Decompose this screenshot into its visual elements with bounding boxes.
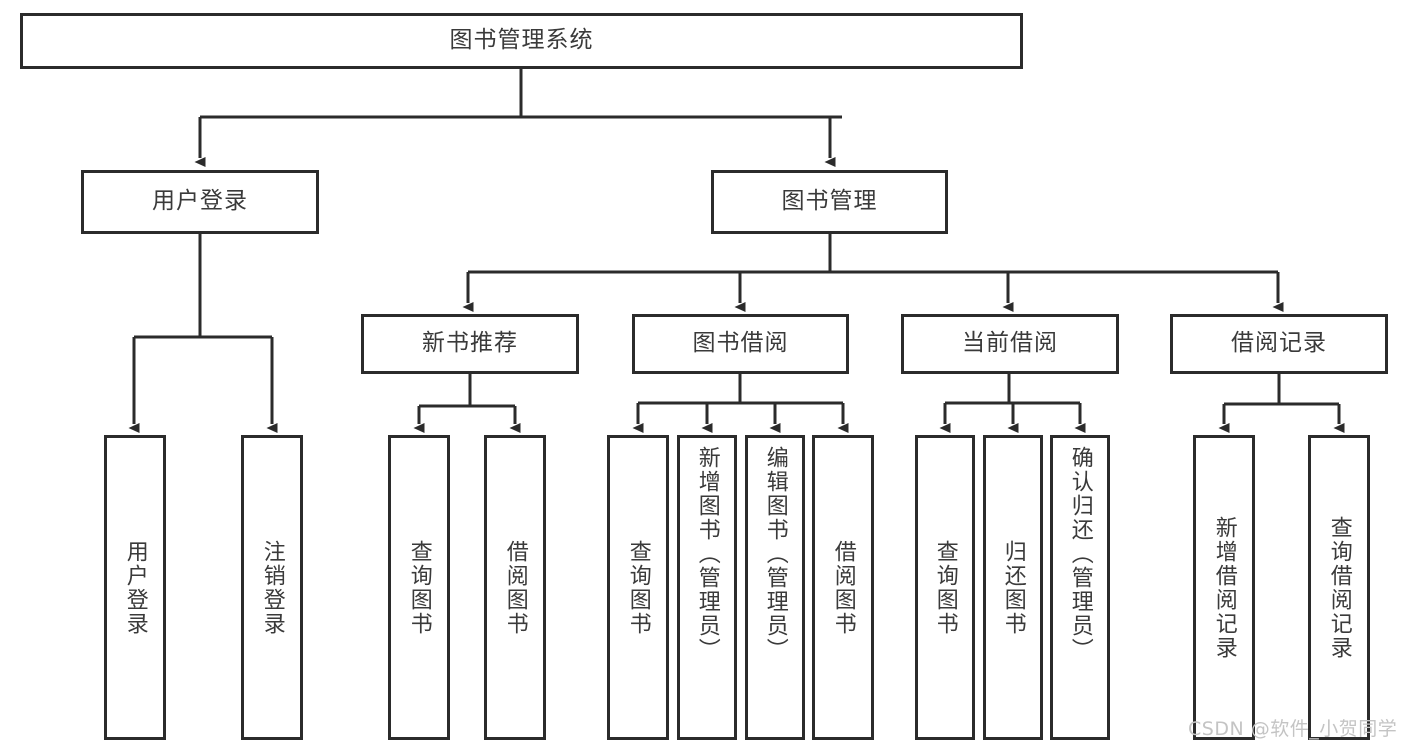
leaf-user-login[interactable]: 用户登录 — [104, 435, 166, 740]
node-borrow-record[interactable]: 借阅记录 — [1170, 314, 1388, 374]
node-current-borrow-label: 当前借阅 — [962, 330, 1058, 357]
leaf-confirm-return-admin-label: 确认归还（管理员） — [1067, 446, 1093, 662]
leaf-query-book-newbook-label: 查询图书 — [406, 539, 432, 636]
leaf-add-borrow-record[interactable]: 新增借阅记录 — [1193, 435, 1255, 740]
leaf-confirm-return-admin[interactable]: 确认归还（管理员） — [1050, 435, 1110, 740]
leaf-borrow-book-newbook-label: 借阅图书 — [502, 539, 528, 636]
leaf-query-book-borrow-label: 查询图书 — [625, 539, 651, 636]
leaf-query-book-borrow[interactable]: 查询图书 — [607, 435, 669, 740]
node-book-management-label: 图书管理 — [781, 188, 878, 215]
leaf-borrow-book-newbook[interactable]: 借阅图书 — [484, 435, 546, 740]
node-root-label: 图书管理系统 — [449, 27, 594, 54]
leaf-add-book-admin-label: 新增图书（管理员） — [694, 446, 720, 662]
node-book-borrow[interactable]: 图书借阅 — [632, 314, 849, 374]
node-new-book-recommend[interactable]: 新书推荐 — [361, 314, 579, 374]
node-user-login-label: 用户登录 — [152, 188, 248, 215]
node-new-book-recommend-label: 新书推荐 — [422, 330, 518, 357]
leaf-add-book-admin[interactable]: 新增图书（管理员） — [677, 435, 737, 740]
leaf-query-book-newbook[interactable]: 查询图书 — [388, 435, 450, 740]
leaf-logout[interactable]: 注销登录 — [241, 435, 303, 740]
leaf-query-borrow-record[interactable]: 查询借阅记录 — [1308, 435, 1370, 740]
leaf-add-borrow-record-label: 新增借阅记录 — [1211, 515, 1237, 660]
leaf-borrow-book-borrow-label: 借阅图书 — [830, 539, 856, 636]
leaf-query-borrow-record-label: 查询借阅记录 — [1326, 515, 1352, 660]
node-user-login[interactable]: 用户登录 — [81, 170, 319, 234]
leaf-query-book-current-label: 查询图书 — [932, 539, 958, 636]
node-book-management[interactable]: 图书管理 — [711, 170, 948, 234]
node-book-borrow-label: 图书借阅 — [692, 330, 789, 357]
leaf-edit-book-admin-label: 编辑图书（管理员） — [762, 446, 788, 662]
leaf-return-book[interactable]: 归还图书 — [983, 435, 1043, 740]
leaf-borrow-book-borrow[interactable]: 借阅图书 — [812, 435, 874, 740]
leaf-edit-book-admin[interactable]: 编辑图书（管理员） — [745, 435, 805, 740]
leaf-query-book-current[interactable]: 查询图书 — [915, 435, 975, 740]
node-current-borrow[interactable]: 当前借阅 — [901, 314, 1119, 374]
leaf-return-book-label: 归还图书 — [1000, 539, 1026, 636]
node-borrow-record-label: 借阅记录 — [1231, 330, 1327, 357]
leaf-logout-label: 注销登录 — [259, 539, 285, 636]
node-root[interactable]: 图书管理系统 — [20, 13, 1023, 69]
leaf-user-login-label: 用户登录 — [122, 539, 148, 636]
